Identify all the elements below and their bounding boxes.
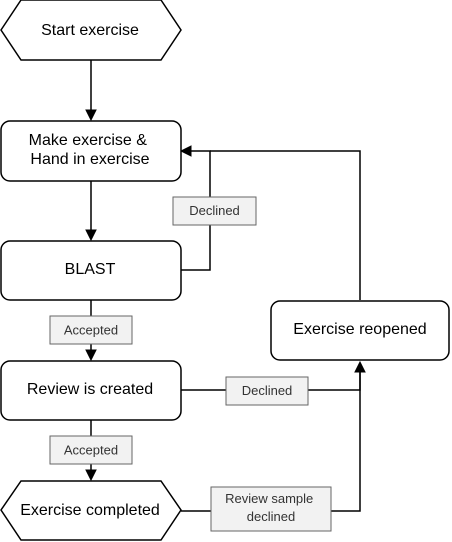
exercise-completed-label-line-1: Exercise completed xyxy=(20,502,160,519)
node-start-exercise: Start exercise xyxy=(0,0,182,61)
review-accepted-label-box xyxy=(49,435,133,465)
blast-declined-label-line-1: Declined xyxy=(189,203,240,218)
edge-label-sample-declined: Review sample declined xyxy=(210,486,332,532)
node-exercise-reopened: Exercise reopened xyxy=(270,300,450,361)
node-exercise-completed: Exercise completed xyxy=(0,480,182,541)
start-exercise-label: Start exercise xyxy=(41,22,139,39)
review-accepted-label: Accepted xyxy=(64,443,118,458)
edge-label-review-accepted: Accepted xyxy=(49,435,133,465)
sample-declined-label-line-2: declined xyxy=(247,509,295,524)
blast-declined-label-box xyxy=(172,196,257,226)
blast-box xyxy=(0,240,182,301)
edge-label-review-declined: Declined xyxy=(225,376,309,406)
exercise-reopened-label-line-1: Exercise reopened xyxy=(293,321,426,338)
blast-accepted-label-line-1: Accepted xyxy=(64,323,118,338)
start-exercise-hexagon xyxy=(0,0,182,61)
arrowhead-review-accepted xyxy=(85,469,97,482)
arrowhead-blast-accepted xyxy=(85,349,97,362)
sample-declined-label: Review sample declined xyxy=(225,491,317,524)
review-accepted-label-line-1: Accepted xyxy=(64,443,118,458)
node-make-exercise: Make exercise & Hand in exercise xyxy=(0,120,182,182)
blast-label: BLAST xyxy=(65,261,116,278)
exercise-completed-hexagon xyxy=(0,480,182,541)
review-declined-label-box xyxy=(225,376,309,406)
edge-reopened-to-make xyxy=(210,150,361,300)
arrowhead-blast-declined xyxy=(179,145,192,157)
start-exercise-label-line-1: Start exercise xyxy=(41,22,139,39)
review-created-label: Review is created xyxy=(27,381,153,398)
sample-declined-label-box xyxy=(210,486,332,532)
make-exercise-label: Make exercise & Hand in exercise xyxy=(29,132,152,168)
blast-accepted-label: Accepted xyxy=(64,323,118,338)
make-exercise-box xyxy=(0,120,182,182)
make-exercise-label-line-1: Make exercise & xyxy=(29,132,148,149)
review-declined-label: Declined xyxy=(242,383,293,398)
make-exercise-label-line-2: Hand in exercise xyxy=(30,151,149,168)
exercise-reopened-box xyxy=(270,300,450,361)
edge-label-blast-accepted: Accepted xyxy=(49,315,133,345)
edge-label-blast-declined: Declined xyxy=(172,196,257,226)
arrowhead-make-to-blast xyxy=(85,229,97,242)
arrowhead-start-to-make xyxy=(85,109,97,122)
arrowhead-to-reopened xyxy=(354,360,366,373)
exercise-reopened-label: Exercise reopened xyxy=(293,321,426,338)
sample-declined-label-line-1: Review sample xyxy=(225,491,313,506)
review-declined-label-line-1: Declined xyxy=(242,383,293,398)
blast-label-line-1: BLAST xyxy=(65,261,116,278)
review-created-box xyxy=(0,360,182,421)
node-blast: BLAST xyxy=(0,240,182,301)
blast-declined-label: Declined xyxy=(189,203,240,218)
review-created-label-line-1: Review is created xyxy=(27,381,153,398)
node-review-created: Review is created xyxy=(0,360,182,421)
exercise-completed-label: Exercise completed xyxy=(20,502,160,519)
blast-accepted-label-box xyxy=(49,315,133,345)
